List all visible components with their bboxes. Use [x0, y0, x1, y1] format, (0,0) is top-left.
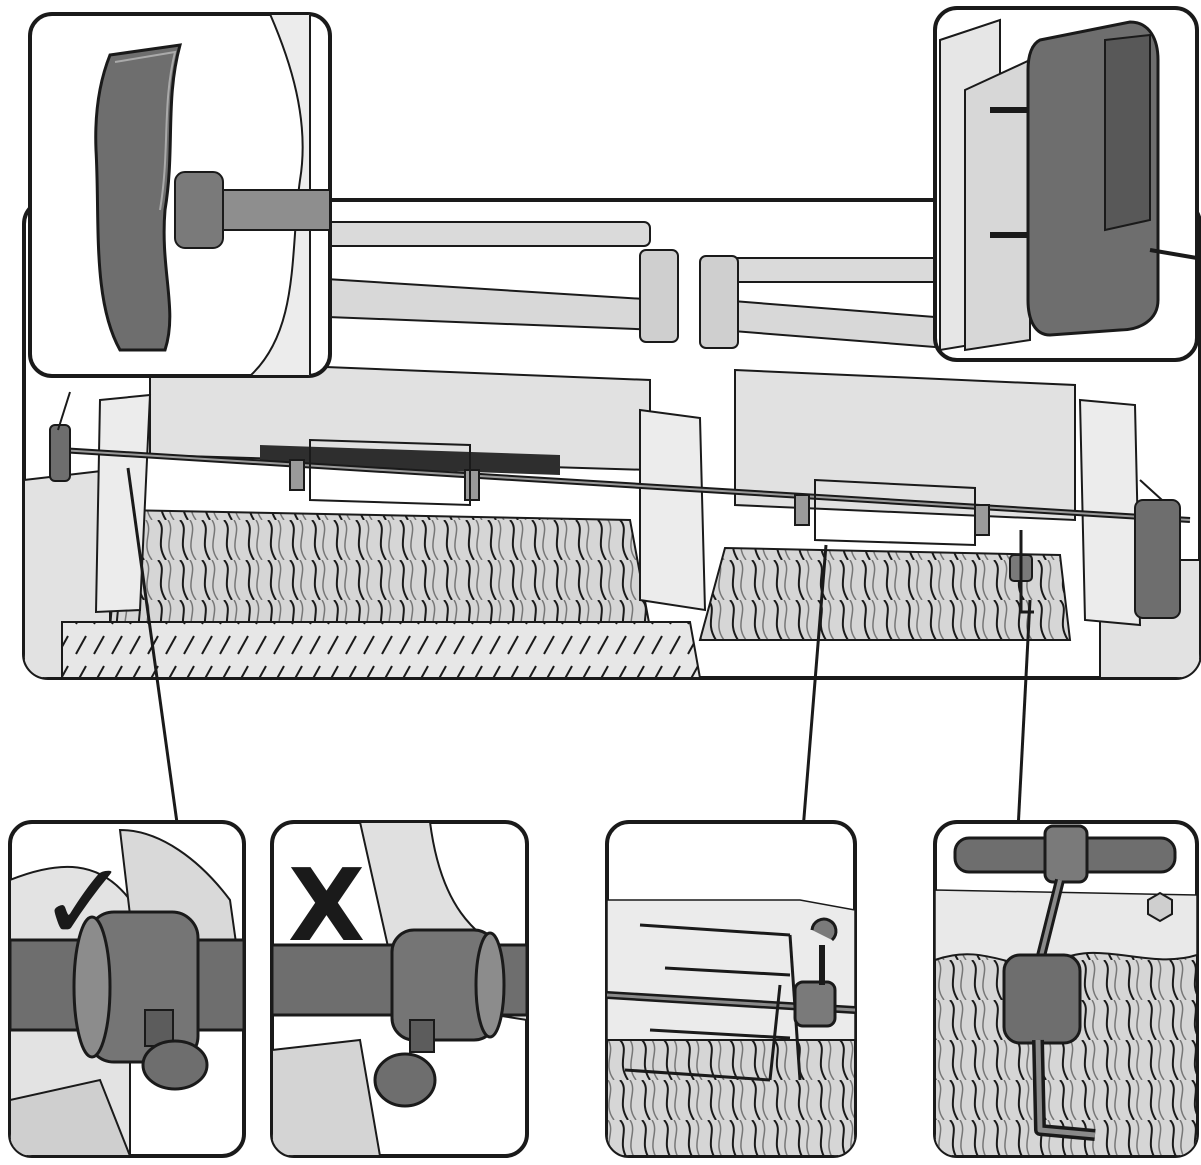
incorrect-x-mark: X	[288, 847, 365, 964]
detail-correct-panel: ✓	[8, 820, 246, 1158]
leader-line-collar	[126, 467, 180, 831]
leader-lines	[126, 467, 1032, 831]
counterweight-icon	[935, 824, 1197, 1156]
rotisserie-motor-icon	[939, 18, 1197, 352]
correct-check-mark: ✓	[38, 838, 130, 966]
rotisserie-grill-icon	[24, 221, 1200, 678]
spit-forks-icon	[607, 899, 855, 1156]
inset-handle-panel	[28, 12, 332, 378]
collar-correct-icon	[10, 828, 244, 1156]
leader-line-forks	[801, 544, 828, 831]
detail-counterweight-panel	[933, 820, 1199, 1158]
detail-forks-panel	[605, 820, 857, 1158]
collar-incorrect-icon	[272, 822, 527, 1156]
inset-motor-panel	[933, 6, 1199, 362]
spit-handle-icon	[94, 14, 330, 376]
leader-line-counterweight	[1016, 599, 1032, 831]
detail-incorrect-panel: X	[270, 820, 529, 1158]
